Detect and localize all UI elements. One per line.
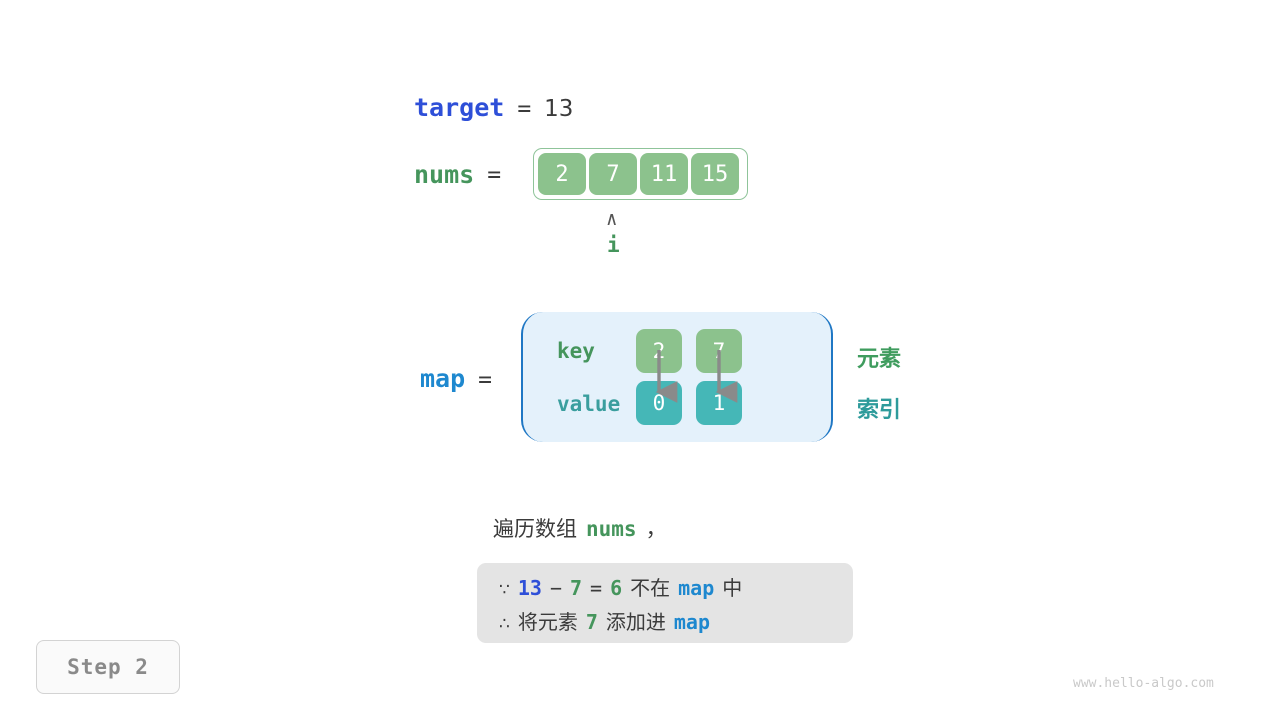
note-added-element: 7 — [585, 609, 598, 634]
nums-variable-name: nums — [414, 160, 475, 189]
explanation-line-1: ∵ 13 − 7 = 6 不在 map 中 — [499, 572, 831, 601]
note-add-prefix: 将元素 — [517, 609, 578, 634]
key-to-value-arrows — [655, 350, 738, 403]
note-complement-value: 6 — [610, 575, 623, 600]
caption-prefix: 遍历数组 — [493, 517, 577, 541]
note-line1-end: 中 — [722, 575, 743, 600]
caption-text: 遍历数组 nums ， — [493, 513, 667, 543]
array-cell: 7 — [589, 153, 637, 195]
side-label-index: 索引 — [857, 398, 902, 423]
explanation-line-2: ∴ 将元素 7 添加进 map — [499, 606, 831, 635]
note-map-ref: map — [678, 575, 715, 600]
note-target-value: 13 — [517, 575, 542, 600]
map-equals-sign: = — [478, 367, 493, 393]
side-label-element: 元素 — [857, 347, 902, 372]
pointer-label-i: i — [607, 233, 620, 257]
pointer-caret-icon: ∧ — [606, 208, 618, 230]
array-cell: 2 — [538, 153, 586, 195]
minus-symbol: − — [549, 575, 562, 600]
explanation-box: ∵ 13 − 7 = 6 不在 map 中 ∴ 将元素 7 添加进 map — [477, 563, 853, 643]
therefore-symbol: ∴ — [499, 613, 510, 634]
equals-symbol: = — [590, 575, 603, 600]
nums-declaration: nums = — [414, 160, 501, 189]
note-current-element: 7 — [569, 575, 583, 600]
map-key-row-label: key — [557, 339, 595, 363]
hash-map-grid: key value 2 7 0 1 — [523, 312, 831, 442]
note-not-in-text: 不在 — [630, 575, 671, 600]
target-declaration: target = 13 — [414, 93, 573, 122]
array-cell: 15 — [691, 153, 739, 195]
map-value-row-label: value — [557, 392, 621, 416]
map-variable-name: map — [420, 364, 466, 393]
watermark: www.hello-algo.com — [1073, 676, 1214, 691]
array-cell: 11 — [640, 153, 688, 195]
note-map-ref: map — [673, 609, 710, 634]
target-variable-name: target — [414, 93, 505, 122]
nums-equals-sign: = — [487, 161, 502, 188]
note-add-mid: 添加进 — [605, 609, 666, 634]
target-value: 13 — [544, 96, 574, 122]
target-equals-sign: = — [517, 96, 532, 122]
caption-suffix: ， — [645, 517, 667, 541]
hash-map-container: key value 2 7 0 1 — [521, 312, 833, 442]
map-declaration: map = — [420, 364, 492, 393]
step-badge: Step 2 — [36, 640, 180, 694]
nums-array: 2 7 11 15 — [533, 148, 748, 200]
caption-code-nums: nums — [586, 517, 637, 541]
because-symbol: ∵ — [499, 579, 510, 600]
